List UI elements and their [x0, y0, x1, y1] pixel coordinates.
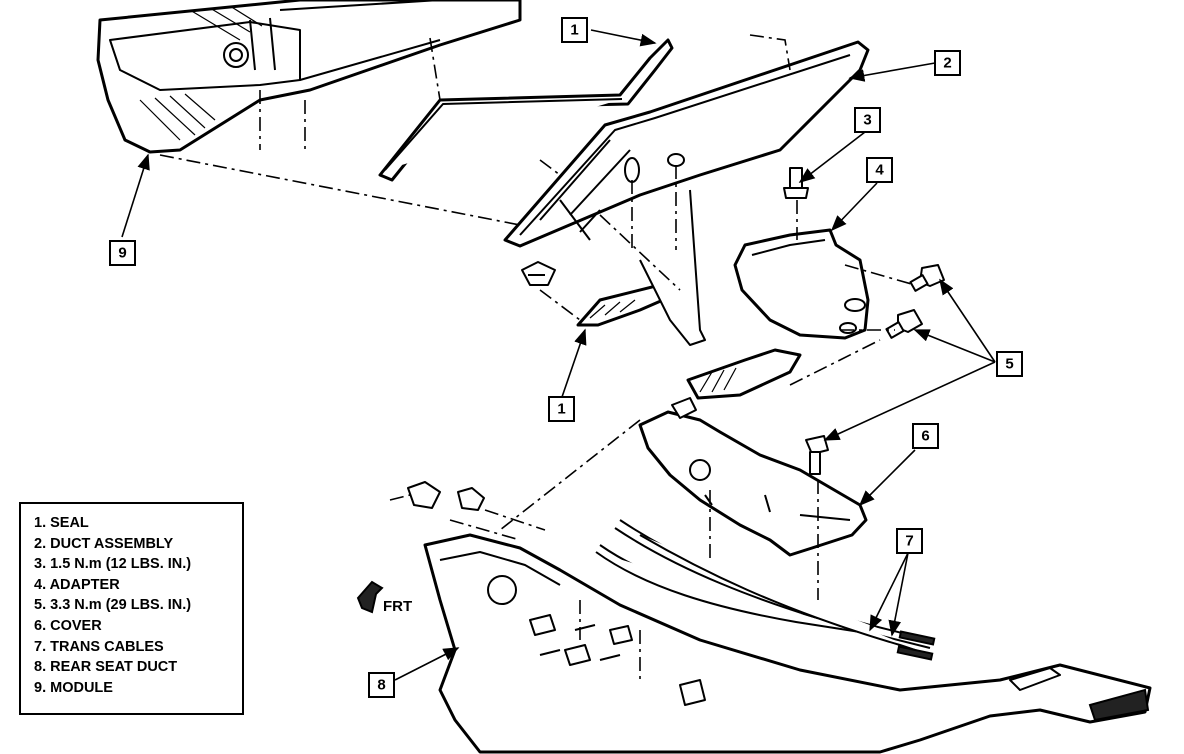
screw-part	[783, 167, 809, 199]
front-arrow-icon	[356, 580, 384, 614]
svg-text:3: 3	[863, 112, 871, 129]
bolt-upper-part	[909, 264, 945, 292]
callout-8: 8	[368, 672, 395, 698]
cover-part	[638, 397, 868, 557]
callout-5: 5	[996, 351, 1023, 377]
svg-text:1: 1	[570, 22, 578, 39]
parts-legend: 1. SEAL 2. DUCT ASSEMBLY 3. 1.5 N.m (12 …	[19, 502, 244, 715]
svg-text:5: 5	[1005, 356, 1013, 373]
svg-text:6: 6	[921, 428, 929, 445]
module-part	[96, 0, 522, 154]
callout-1-bottom: 1	[548, 396, 575, 422]
callout-3: 3	[854, 107, 881, 133]
legend-item: 7. TRANS CABLES	[34, 639, 164, 655]
svg-text:1: 1	[557, 401, 565, 418]
callout-2: 2	[934, 50, 961, 76]
bracket-part	[686, 348, 802, 400]
legend-item: 1. SEAL	[34, 515, 89, 531]
bolt-middle-part	[885, 309, 923, 339]
clip-part	[521, 261, 556, 286]
svg-text:9: 9	[118, 245, 126, 262]
legend-item: 5. 3.3 N.m (29 LBS. IN.)	[34, 597, 191, 613]
callout-9: 9	[109, 240, 136, 266]
seal-upper-part	[378, 38, 674, 182]
callout-1-top: 1	[561, 17, 588, 43]
svg-text:7: 7	[905, 533, 913, 550]
legend-item: 8. REAR SEAT DUCT	[34, 659, 177, 675]
svg-text:4: 4	[875, 162, 884, 179]
front-marker-label: FRT	[383, 598, 412, 615]
leader-lines	[121, 29, 996, 681]
trans-cables-part	[595, 519, 936, 661]
adapter-part	[733, 228, 870, 340]
callout-7: 7	[896, 528, 923, 554]
rear-seat-duct-part	[423, 533, 1152, 754]
front-marker: FRT	[356, 580, 412, 615]
svg-text:2: 2	[943, 55, 951, 72]
duct-assembly-part	[503, 40, 870, 248]
svg-text:8: 8	[377, 677, 385, 694]
legend-item: 2. DUCT ASSEMBLY	[34, 536, 173, 552]
callout-6: 6	[912, 423, 939, 449]
legend-item: 3. 1.5 N.m (12 LBS. IN.)	[34, 556, 191, 572]
bolt-lower-part	[805, 435, 829, 475]
legend-item: 6. COVER	[34, 618, 102, 634]
rear-duct-clip-right	[457, 487, 485, 511]
legend-item: 9. MODULE	[34, 680, 113, 696]
rear-duct-clip-left	[407, 481, 441, 509]
legend-item: 4. ADAPTER	[34, 577, 120, 593]
alignment-lines	[159, 34, 916, 680]
callout-4: 4	[866, 157, 893, 183]
